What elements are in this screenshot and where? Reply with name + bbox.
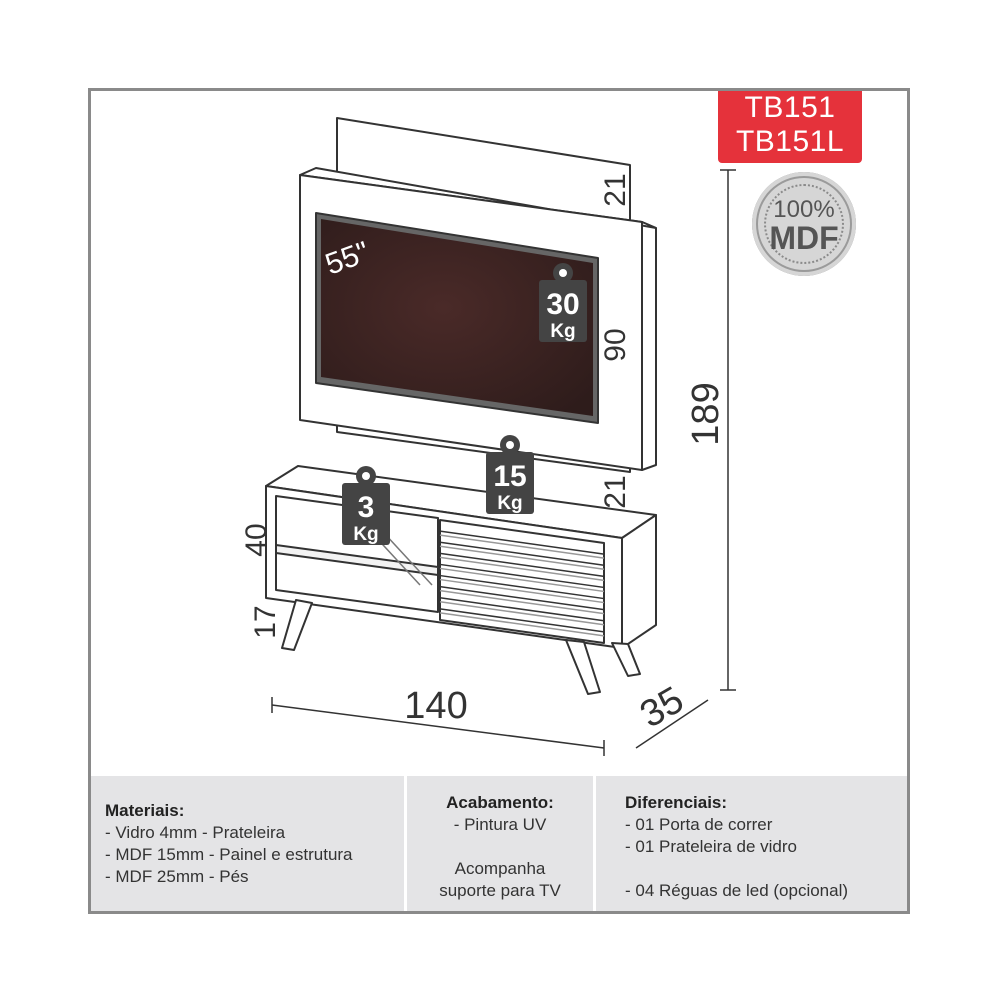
front-panel-side [641, 221, 657, 471]
tv-weight-unit: Kg [550, 321, 575, 342]
top-shelf-weight-value: 15 [493, 460, 526, 493]
model-badge: TB151 TB151L [718, 91, 862, 163]
materials-title: Materiais: [105, 801, 185, 820]
rack-side [621, 514, 657, 649]
door-slat-shadow [439, 578, 605, 604]
door-slat-shadow [439, 556, 605, 582]
door-slat-shadow [439, 589, 605, 615]
dim-rack-height: 40 [240, 523, 273, 556]
dim-width: 140 [404, 685, 467, 727]
materials-item: - Vidro 4mm - Prateleira [105, 823, 286, 842]
leg-back-right [611, 642, 641, 677]
top-shelf-weight-tag [486, 435, 534, 514]
finish-note-line2: suporte para TV [439, 881, 561, 900]
seal-percent: 100% [773, 196, 835, 223]
tv-screen [321, 219, 593, 416]
door-slat [439, 574, 605, 600]
features-item: - 01 Porta de correr [625, 815, 773, 834]
door-slat-shadow [439, 612, 605, 637]
column-separator [404, 776, 407, 911]
glass-shelf-weight-tag [342, 466, 390, 545]
glass-shelf [275, 544, 439, 576]
model-code-primary: TB151 [744, 91, 836, 124]
top-shelf-weight-unit: Kg [497, 493, 522, 514]
width-dimension-line [271, 704, 605, 749]
finish-item: - Pintura UV [453, 815, 547, 834]
dim-panel-bottom: 21 [599, 475, 632, 508]
door-slat [439, 530, 605, 555]
model-code-secondary: TB151L [735, 125, 845, 158]
features-item: - 01 Prateleira de vidro [625, 837, 797, 856]
dim-panel-top: 21 [599, 173, 632, 206]
mdf-seal: 100% MDF [752, 172, 856, 276]
leg-front-right [565, 639, 601, 695]
leg-front-left [281, 599, 313, 651]
features-extra: - 04 Réguas de led (opcional) [625, 881, 849, 900]
column-separator [593, 776, 596, 911]
glass-shelf-weight-unit: Kg [353, 524, 378, 545]
seal-material: MDF [769, 220, 839, 256]
door-slat-shadow [439, 545, 605, 570]
dim-total-height: 189 [685, 382, 727, 445]
door-slat-shadow [439, 567, 605, 593]
door-slat [439, 585, 605, 611]
door-slat [439, 597, 605, 622]
door-slat-shadow [439, 534, 605, 559]
materials-item: - MDF 25mm - Pés [105, 867, 249, 886]
door-slat-shadow [439, 601, 605, 626]
glass-shelf-weight-value: 3 [358, 491, 375, 524]
dim-depth: 35 [633, 679, 691, 737]
dim-tv-height: 90 [599, 328, 632, 361]
door-slat [439, 563, 605, 589]
tv-weight-tag [539, 263, 587, 342]
seal-ring [764, 184, 844, 264]
door-slat [439, 608, 605, 633]
features-column: Diferenciais: - 01 Porta de correr - 01 … [625, 776, 905, 927]
features-title: Diferenciais: [625, 793, 728, 812]
dim-legs: 17 [249, 605, 282, 638]
door-slat [439, 552, 605, 578]
finish-title: Acabamento: [446, 793, 554, 812]
materials-column: Materiais: - Vidro 4mm - Prateleira - MD… [105, 776, 405, 935]
tv-weight-value: 30 [546, 288, 579, 321]
materials-item: - MDF 15mm - Painel e estrutura [105, 845, 353, 864]
finish-note-line1: Acompanha [454, 859, 546, 878]
door-slat [439, 541, 605, 566]
info-panel: Materiais: - Vidro 4mm - Prateleira - MD… [91, 776, 907, 911]
finish-column: Acabamento: - Pintura UV Acompanha supor… [407, 776, 593, 927]
depth-dimension-line [635, 699, 709, 749]
